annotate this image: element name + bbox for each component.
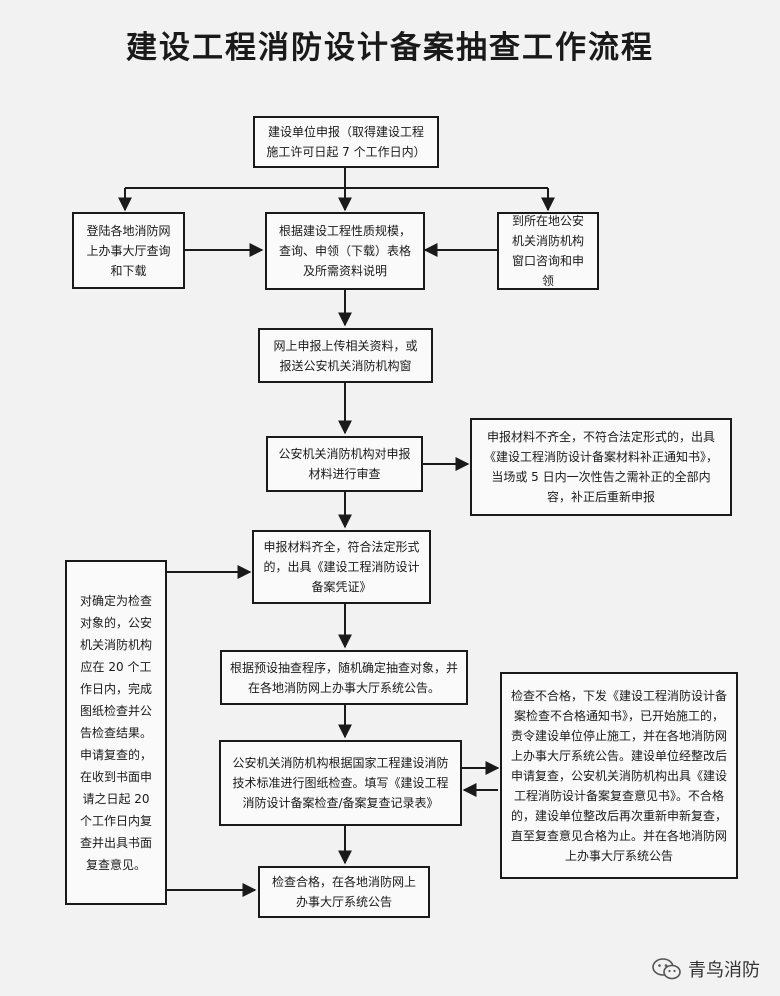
random-select-box: 根据预设抽查程序，随机确定抽查对象，并在各地消防网上办事大厅系统公告。 xyxy=(220,650,468,705)
inspect-text: 公安机关消防机构根据国家工程建设消防技术标准进行图纸检查。填写《建设工程消防设计… xyxy=(232,756,449,810)
online-query-box: 登陆各地消防网上办事大厅查询和下载 xyxy=(72,212,185,289)
apply-text: 建设单位申报（取得建设工程施工许可日起 7 个工作日内） xyxy=(266,125,426,159)
page-title: 建设工程消防设计备案抽查工作流程 xyxy=(126,30,654,66)
selected-note-box: 对确定为检查对象的，公安机关消防机构应在 20 个工作日内，完成图纸检查并公告检… xyxy=(65,560,167,905)
fail-text: 检查不合格，下发《建设工程消防设计备案检查不合格通知书》，已开始施工的，责令建设… xyxy=(510,688,727,863)
pass-box: 检查合格，在各地消防网上办事大厅系统公告 xyxy=(258,866,430,918)
complete-text: 申报材料齐全，符合法定形式的，出具《建设工程消防设计备案凭证》 xyxy=(263,540,420,594)
selected-note-text: 对确定为检查对象的，公安机关消防机构应在 20 个工作日内，完成图纸检查并公告检… xyxy=(79,593,152,872)
incomplete-box: 申报材料不齐全，不符合法定形式的，出具《建设工程消防设计备案材料补正通知书》，当… xyxy=(470,418,732,516)
random-select-text: 根据预设抽查程序，随机确定抽查对象，并在各地消防网上办事大厅系统公告。 xyxy=(230,660,459,695)
pass-text: 检查合格，在各地消防网上办事大厅系统公告 xyxy=(271,875,416,909)
online-query-text: 登陆各地消防网上办事大厅查询和下载 xyxy=(86,223,171,278)
watermark-text: 青鸟消防 xyxy=(688,960,760,981)
watermark: 青鸟消防 xyxy=(652,956,760,982)
review-box: 公安机关消防机构对申报材料进行审查 xyxy=(266,436,423,492)
apply-box: 建设单位申报（取得建设工程施工许可日起 7 个工作日内） xyxy=(253,116,439,168)
counter-consult-text: 到所在地公安机关消防机构窗口咨询和申领 xyxy=(511,214,584,288)
counter-consult-box: 到所在地公安机关消防机构窗口咨询和申领 xyxy=(497,212,599,290)
upload-box: 网上申报上传相关资料，或报送公安机关消防机构窗 xyxy=(258,328,433,383)
upload-text: 网上申报上传相关资料，或报送公安机关消防机构窗 xyxy=(273,338,418,373)
wechat-icon xyxy=(652,958,681,980)
complete-box: 申报材料齐全，符合法定形式的，出具《建设工程消防设计备案凭证》 xyxy=(252,530,431,604)
inspect-box: 公安机关消防机构根据国家工程建设消防技术标准进行图纸检查。填写《建设工程消防设计… xyxy=(219,740,462,826)
fill-forms-text: 根据建设工程性质规模，查询、申领（下载）表格及所需资料说明 xyxy=(278,224,411,278)
fail-box: 检查不合格，下发《建设工程消防设计备案检查不合格通知书》，已开始施工的，责令建设… xyxy=(500,672,738,879)
incomplete-text: 申报材料不齐全，不符合法定形式的，出具《建设工程消防设计备案材料补正通知书》，当… xyxy=(483,430,718,504)
fill-forms-box: 根据建设工程性质规模，查询、申领（下载）表格及所需资料说明 xyxy=(265,212,425,290)
review-text: 公安机关消防机构对申报材料进行审查 xyxy=(278,447,411,481)
